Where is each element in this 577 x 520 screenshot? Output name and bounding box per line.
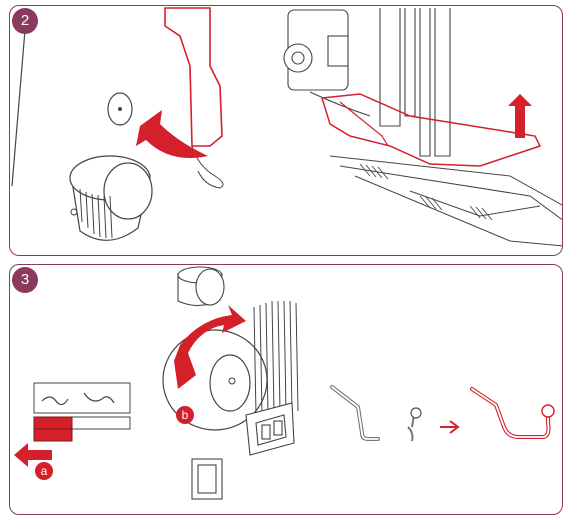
- step-number-badge: 2: [12, 8, 38, 34]
- knob-turn-arrow-icon: [136, 110, 208, 158]
- step-3-panel: a b 3: [9, 264, 563, 515]
- callout-a-circle: [35, 462, 53, 480]
- handwheel-icon: [69, 155, 153, 241]
- step-number-badge: 3: [12, 267, 38, 293]
- callout-b-label: b: [182, 408, 189, 422]
- knob-turn-arrow-icon: [174, 305, 246, 389]
- step-2-illustration: [11, 7, 562, 247]
- slide-left-arrow-icon: [14, 443, 52, 467]
- lift-arrow-icon: [508, 94, 532, 138]
- thread-guide-icon: [33, 382, 131, 414]
- callout-a-label: a: [41, 464, 48, 478]
- step-3-illustration: a b: [14, 266, 555, 500]
- presser-foot-lever-icon: [164, 7, 223, 147]
- callout-b-circle: [176, 406, 194, 424]
- step-2-panel: 2: [9, 5, 563, 256]
